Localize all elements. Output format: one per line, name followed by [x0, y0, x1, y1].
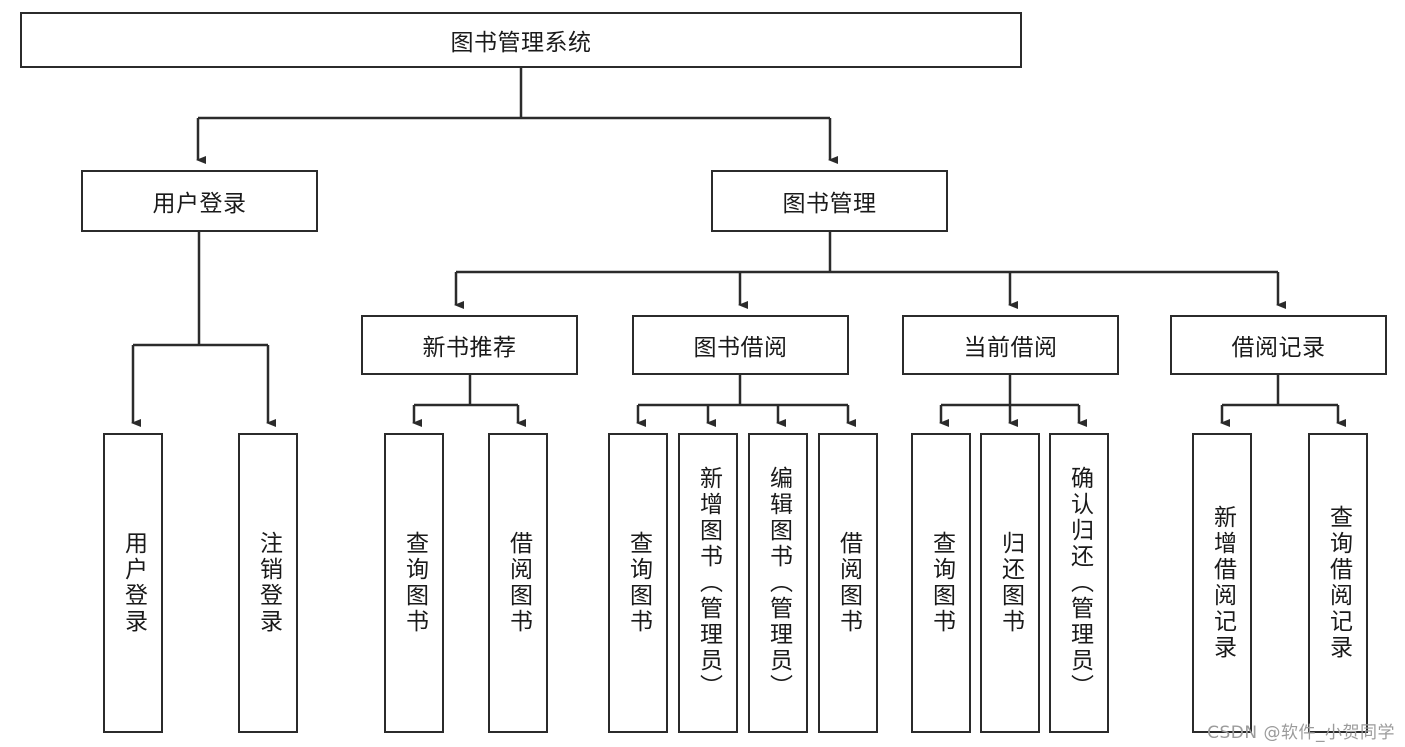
node-leaf-bookborrow-add-label: 新增图书（管理员）	[695, 466, 722, 700]
node-leaf-currentborrow-query-label: 查询图书	[928, 531, 955, 635]
node-leaf-user-login-logout[interactable]: 注销登录	[238, 433, 298, 733]
node-leaf-bookborrow-query[interactable]: 查询图书	[608, 433, 668, 733]
node-leaf-currentborrow-confirm[interactable]: 确认归还（管理员）	[1049, 433, 1109, 733]
node-leaf-bookborrow-borrow[interactable]: 借阅图书	[818, 433, 878, 733]
node-new-book-recommend-label: 新书推荐	[422, 335, 517, 361]
node-leaf-currentborrow-confirm-label: 确认归还（管理员）	[1066, 466, 1093, 700]
node-book-management[interactable]: 图书管理	[711, 170, 948, 232]
node-current-borrow[interactable]: 当前借阅	[902, 315, 1119, 375]
node-leaf-borrowrecord-add[interactable]: 新增借阅记录	[1192, 433, 1252, 733]
node-leaf-bookborrow-query-label: 查询图书	[625, 531, 652, 635]
node-leaf-bookborrow-add[interactable]: 新增图书（管理员）	[678, 433, 738, 733]
node-leaf-borrowrecord-add-label: 新增借阅记录	[1209, 505, 1236, 661]
node-current-borrow-label: 当前借阅	[963, 335, 1058, 361]
node-root-system[interactable]: 图书管理系统	[20, 12, 1022, 68]
node-user-login[interactable]: 用户登录	[81, 170, 318, 232]
node-new-book-recommend[interactable]: 新书推荐	[361, 315, 578, 375]
node-leaf-newbook-query-label: 查询图书	[401, 531, 428, 635]
node-book-borrow-label: 图书借阅	[693, 335, 788, 361]
node-leaf-newbook-borrow-label: 借阅图书	[505, 531, 532, 635]
node-root-system-label: 图书管理系统	[450, 30, 592, 56]
node-leaf-newbook-query[interactable]: 查询图书	[384, 433, 444, 733]
node-leaf-borrowrecord-query-label: 查询借阅记录	[1325, 505, 1352, 661]
node-leaf-borrowrecord-query[interactable]: 查询借阅记录	[1308, 433, 1368, 733]
node-leaf-currentborrow-return-label: 归还图书	[997, 531, 1024, 635]
node-leaf-user-login-login-label: 用户登录	[120, 531, 147, 635]
node-leaf-newbook-borrow[interactable]: 借阅图书	[488, 433, 548, 733]
node-leaf-bookborrow-borrow-label: 借阅图书	[835, 531, 862, 635]
node-user-login-label: 用户登录	[152, 191, 247, 217]
node-leaf-user-login-logout-label: 注销登录	[255, 531, 282, 635]
node-leaf-currentborrow-query[interactable]: 查询图书	[911, 433, 971, 733]
node-borrow-record[interactable]: 借阅记录	[1170, 315, 1387, 375]
node-leaf-bookborrow-edit-label: 编辑图书（管理员）	[765, 466, 792, 700]
node-leaf-currentborrow-return[interactable]: 归还图书	[980, 433, 1040, 733]
node-book-borrow[interactable]: 图书借阅	[632, 315, 849, 375]
node-book-management-label: 图书管理	[782, 191, 877, 217]
node-borrow-record-label: 借阅记录	[1231, 335, 1326, 361]
node-leaf-bookborrow-edit[interactable]: 编辑图书（管理员）	[748, 433, 808, 733]
node-leaf-user-login-login[interactable]: 用户登录	[103, 433, 163, 733]
